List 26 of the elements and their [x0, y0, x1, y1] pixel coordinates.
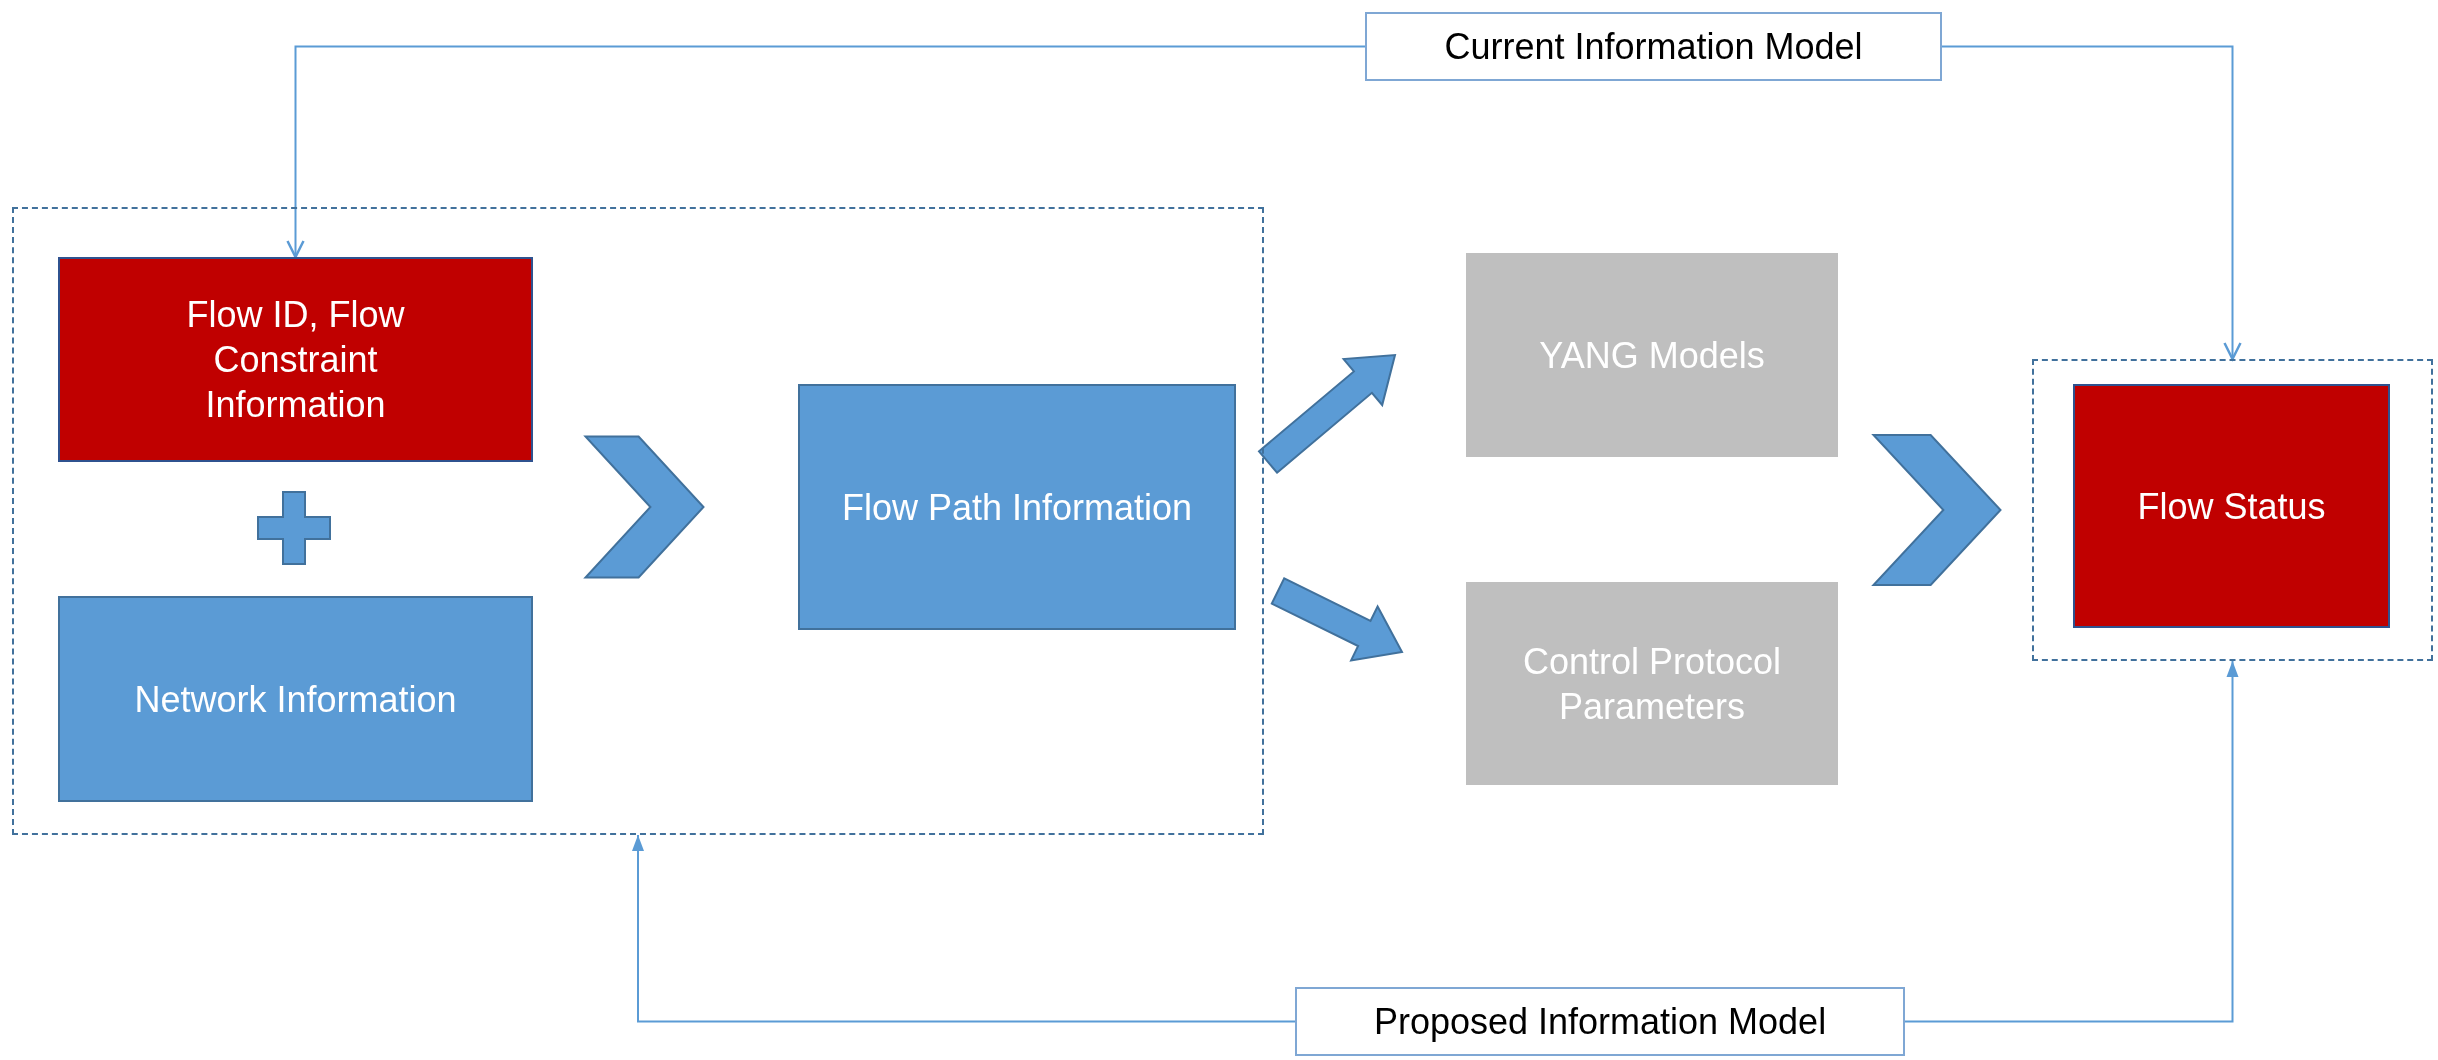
node-text: Current Information Model [1443, 25, 1864, 69]
node-text: Flow Status [2136, 484, 2327, 529]
dashed-group-frame [12, 207, 1264, 835]
label-box [1365, 12, 1942, 81]
process-box [58, 596, 533, 802]
node-text: Flow Path Information [840, 485, 1194, 530]
node-text: YANG Models [1538, 333, 1766, 378]
node-text: Flow ID, Flow Constraint Information [185, 293, 406, 427]
chevron-arrow [583, 435, 705, 579]
process-box [58, 257, 533, 462]
connector-arrow [286, 45, 1366, 259]
label-box [1295, 987, 1905, 1056]
process-box [2073, 384, 2390, 628]
node-text: Network Information [133, 677, 458, 722]
connector-arrow [1904, 660, 2239, 1023]
dashed-group-frame [2032, 359, 2433, 661]
node-text: Control Protocol Parameters [1521, 639, 1783, 729]
connector-arrow [632, 834, 1296, 1023]
chevron-arrow [1871, 434, 2002, 586]
node-text: Proposed Information Model [1372, 1000, 1828, 1044]
block-arrow [1270, 577, 1404, 662]
block-arrow [1257, 353, 1397, 475]
process-box [1466, 582, 1838, 785]
process-box [1466, 253, 1838, 457]
process-box [798, 384, 1236, 630]
connector-arrow [1941, 45, 2242, 361]
